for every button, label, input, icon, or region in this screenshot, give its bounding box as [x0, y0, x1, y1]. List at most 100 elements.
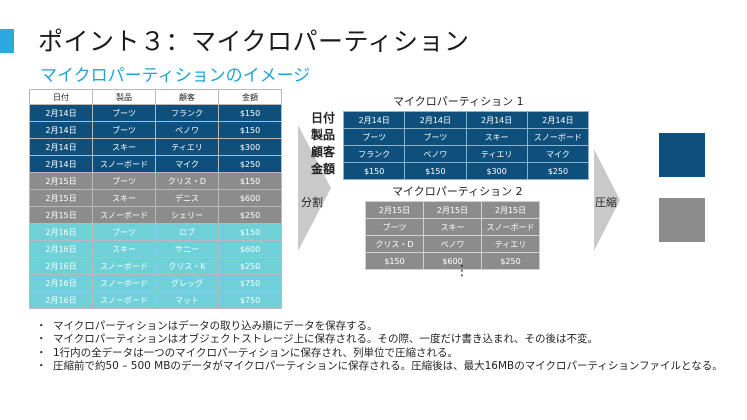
table-cell: マット [155, 291, 219, 309]
column-header: 製品 [92, 89, 156, 105]
table-cell: ブーツ [92, 121, 156, 139]
partition-cell: $150 [342, 162, 406, 180]
partition-cell: 2月14日 [465, 111, 528, 129]
bullet-text: 1行内の全データは一つのマイクロパーティションに保存され、列単位で圧縮される。 [53, 346, 458, 359]
table-cell: スキー [92, 138, 156, 156]
table-cell: ブーツ [92, 223, 156, 241]
table-cell: ティエリ [155, 138, 219, 156]
partition-row: $150$150$300$250 [342, 162, 590, 180]
accent-bar [0, 29, 14, 53]
table-cell: 2月14日 [29, 155, 93, 173]
bullet-item: ・マイクロパーティションはデータの取り込み順にデータを保存する。 [36, 320, 736, 333]
partition-cell: $150 [404, 162, 467, 180]
table-row: 2月15日ブーツクリス・D$150 [29, 172, 282, 190]
table-cell: 2月16日 [29, 257, 93, 275]
partition-cell: $300 [465, 162, 528, 180]
partition-row: ブーツブーツスキースノーボード [342, 128, 590, 146]
table-cell: $150 [218, 223, 282, 241]
bullet-item: ・ 1行内の全データは一つのマイクロパーティションに保存され、列単位で圧縮される。 [36, 347, 736, 360]
partition-cell: $250 [526, 162, 590, 180]
table-cell: 2月16日 [29, 240, 93, 258]
partition1-label: マイクロパーティション 1 [393, 95, 524, 108]
table-cell: $300 [218, 138, 282, 156]
split-arrow [298, 125, 331, 251]
page-title: ポイント３：マイクロパーティション [38, 27, 470, 56]
partition-cell: $600 [423, 252, 482, 270]
partition-cell: ペノワ [423, 235, 482, 253]
table-cell: $250 [218, 155, 282, 173]
partition-cell: $150 [365, 252, 424, 270]
table-cell: マイク [155, 155, 219, 173]
compress-arrow [594, 149, 620, 251]
table-cell: クリス・D [155, 172, 219, 190]
bullet-text: 圧縮前で約50 – 500 MBのデータがマイクロパーティションに保存される。圧… [53, 359, 723, 372]
table-cell: $250 [218, 257, 282, 275]
table-row: 2月14日ブーツフランク$150 [29, 104, 282, 122]
partition-cell: ブーツ [342, 128, 406, 146]
bullet-dot: ・ [36, 320, 47, 332]
table-cell: ロブ [155, 223, 219, 241]
bullet-dot: ・ [36, 359, 47, 372]
table-cell: フランク [155, 104, 219, 122]
table-row: 2月14日スキーティエリ$300 [29, 138, 282, 156]
compress-label: 圧縮 [595, 196, 617, 209]
table-cell: 2月16日 [29, 291, 93, 309]
table-cell: ブーツ [92, 104, 156, 122]
table-cell: 2月14日 [29, 121, 93, 139]
row-label: 顧客 [311, 145, 336, 159]
table-cell: 2月14日 [29, 138, 93, 156]
table-cell: 2月16日 [29, 274, 93, 292]
row-label: 日付 [311, 111, 336, 125]
compressed-file-1 [659, 133, 705, 177]
table-cell: $600 [218, 240, 282, 258]
table-cell: $250 [218, 206, 282, 224]
partition-cell: フランク [342, 145, 406, 163]
partition-cell: 2月15日 [365, 201, 424, 219]
column-header: 顧客 [155, 89, 219, 105]
page-subtitle: マイクロパーティションのイメージ [40, 66, 311, 86]
compressed-file-2 [659, 198, 705, 242]
column-header: 日付 [29, 89, 93, 105]
table-cell: スキー [92, 189, 156, 207]
table-cell: スノーボード [92, 274, 156, 292]
table-cell: デニス [155, 189, 219, 207]
table-row: 2月15日スノーボードシェリー$250 [29, 206, 282, 224]
partition2-label: マイクロパーティション 2 [392, 185, 523, 198]
table-cell: $600 [218, 189, 282, 207]
table-row: 2月14日スノーボードマイク$250 [29, 155, 282, 173]
table-cell: 2月14日 [29, 104, 93, 122]
source-table-header: 日付製品顧客金額 [29, 89, 282, 105]
table-cell: スノーボード [92, 257, 156, 275]
table-cell: $150 [218, 172, 282, 190]
partition-cell: ティエリ [481, 235, 540, 253]
table-cell: グレッグ [155, 274, 219, 292]
table-cell: クリス・K [155, 257, 219, 275]
partition-row: ブーツスキースノーボード [365, 218, 540, 236]
partition-cell: スキー [465, 128, 528, 146]
bullet-text: マイクロパーティションはオブジェクトストレージ上に保存される。その際、一度だけ書… [53, 333, 599, 346]
table-cell: シェリー [155, 206, 219, 224]
table-cell: サニー [155, 240, 219, 258]
partition-row: フランクペノワティエリマイク [342, 145, 590, 163]
more-partitions-indicator: ⋮ [455, 263, 469, 279]
partition-cell: 2月15日 [423, 201, 482, 219]
table-row: 2月14日ブーツペノワ$150 [29, 121, 282, 139]
table-cell: スノーボード [92, 291, 156, 309]
table-cell: 2月15日 [29, 189, 93, 207]
table-row: 2月16日スノーボードクリス・K$250 [29, 257, 282, 275]
bullet-dot: ・ [36, 346, 47, 359]
partition-cell: クリス・D [365, 235, 424, 253]
table-cell: $750 [218, 291, 282, 309]
table-cell: $150 [218, 104, 282, 122]
partition-cell: マイク [526, 145, 590, 163]
table-cell: ペノワ [155, 121, 219, 139]
row-label: 金額 [311, 162, 336, 176]
partition-cell: ティエリ [465, 145, 528, 163]
